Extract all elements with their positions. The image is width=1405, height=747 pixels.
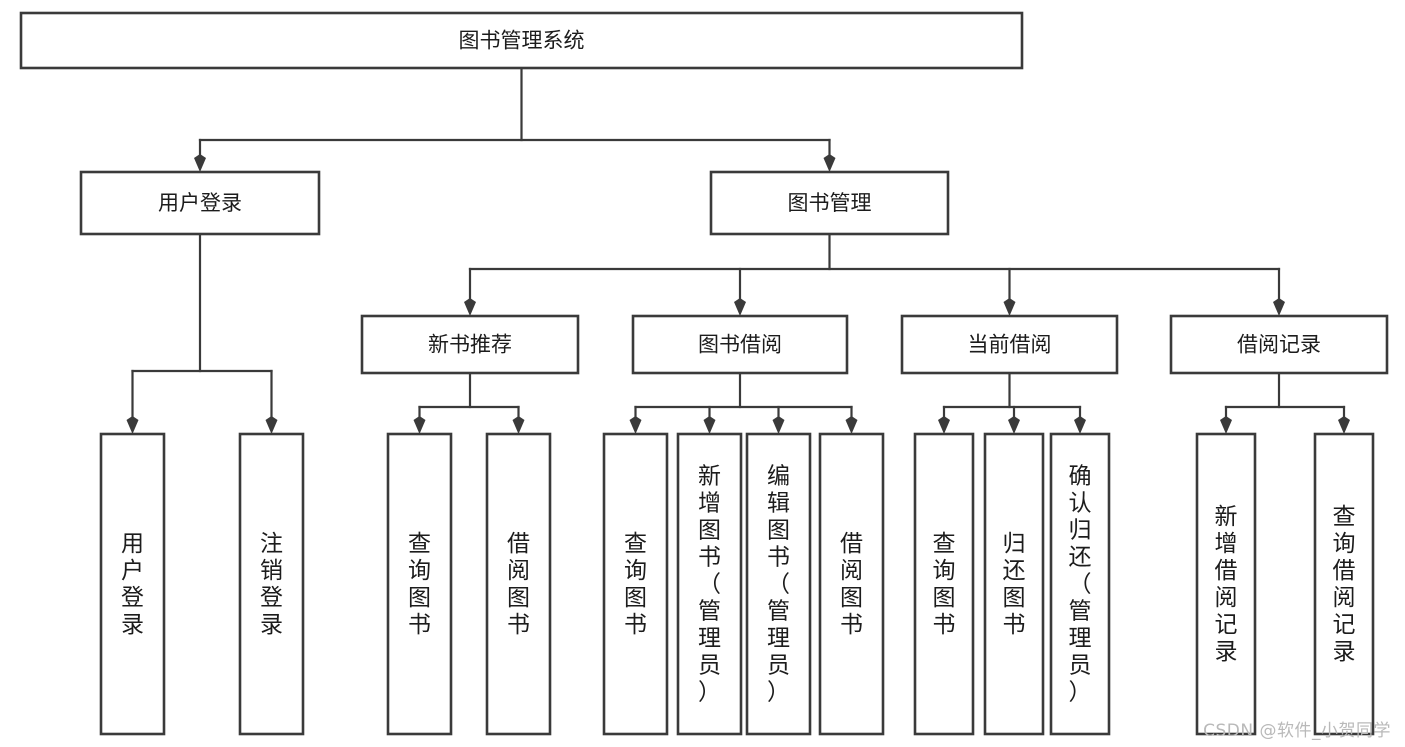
arrow-head [845, 416, 858, 434]
arrow-head [1008, 416, 1020, 434]
node-label: 图书管理 [788, 191, 872, 215]
node-leaf-borrow-book-1[interactable]: 借阅图书 [485, 432, 552, 736]
node-box [631, 314, 849, 375]
arrow-head [703, 416, 716, 434]
node-layer: 图书管理系统用户登录图书管理新书推荐图书借阅当前借阅借阅记录用户登录注销登录查询… [19, 11, 1389, 736]
node-leaf-return-book[interactable]: 归还图书 [983, 432, 1045, 736]
node-label: 查询图书 [624, 531, 647, 638]
node-label: 查询借阅记录 [1333, 504, 1356, 665]
node-label: 用户登录 [158, 191, 242, 215]
node-label: 查询图书 [933, 531, 956, 638]
node-box [1195, 432, 1257, 736]
node-box [709, 170, 950, 236]
node-label: 查询图书 [408, 531, 431, 638]
node-leaf-borrow-book-2[interactable]: 借阅图书 [818, 432, 885, 736]
node-box [1049, 432, 1111, 736]
node-box [676, 432, 743, 736]
arrow-head [734, 298, 746, 316]
node-label: 归还图书 [1003, 531, 1026, 638]
node-leaf-confirm-return[interactable]: 确认归还（管理员） [1049, 432, 1111, 736]
node-new-book-rec[interactable]: 新书推荐 [360, 314, 580, 375]
node-box [19, 11, 1024, 70]
node-leaf-add-book[interactable]: 新增图书（管理员） [676, 432, 743, 736]
node-label: 当前借阅 [968, 333, 1052, 357]
arrow-head [126, 416, 139, 434]
node-leaf-add-record[interactable]: 新增借阅记录 [1195, 432, 1257, 736]
arrow-head [1003, 298, 1016, 316]
node-leaf-query-record[interactable]: 查询借阅记录 [1313, 432, 1375, 736]
node-book-borrow[interactable]: 图书借阅 [631, 314, 849, 375]
arrow-head [512, 416, 525, 434]
arrow-head [772, 416, 785, 434]
node-root[interactable]: 图书管理系统 [19, 11, 1024, 70]
node-label: 编辑图书（管理员） [767, 464, 790, 706]
connector-layer [126, 66, 1350, 434]
node-box [1313, 432, 1375, 736]
arrow-head [938, 416, 950, 434]
node-book-manage[interactable]: 图书管理 [709, 170, 950, 236]
node-box [913, 432, 975, 736]
node-label: 新增借阅记录 [1215, 504, 1238, 665]
node-label: 图书借阅 [698, 333, 782, 357]
node-leaf-edit-book[interactable]: 编辑图书（管理员） [745, 432, 812, 736]
node-box [238, 432, 305, 736]
arrow-head [265, 416, 278, 434]
node-label: 确认归还（管理员） [1069, 464, 1092, 706]
node-user-login[interactable]: 用户登录 [79, 170, 321, 236]
node-box [745, 432, 812, 736]
arrow-head [823, 154, 836, 172]
node-box [485, 432, 552, 736]
arrow-head [1220, 416, 1232, 434]
arrow-head [194, 154, 206, 172]
node-label: 借阅图书 [840, 531, 863, 638]
node-box [818, 432, 885, 736]
node-leaf-query-book-2[interactable]: 查询图书 [602, 432, 669, 736]
node-label: 注销登录 [260, 531, 283, 638]
arrow-head [1273, 298, 1285, 316]
node-box [99, 432, 166, 736]
arrow-head [629, 416, 642, 434]
arrow-head [464, 298, 476, 316]
node-label: 新增图书（管理员） [698, 464, 721, 706]
node-current-borrow[interactable]: 当前借阅 [900, 314, 1119, 375]
node-box [1169, 314, 1389, 375]
node-label: 用户登录 [121, 531, 144, 638]
arrow-head [1074, 416, 1086, 434]
node-label: 借阅图书 [507, 531, 530, 638]
arrow-head [413, 416, 426, 434]
node-box [900, 314, 1119, 375]
node-box [983, 432, 1045, 736]
node-leaf-query-book-1[interactable]: 查询图书 [386, 432, 453, 736]
watermark: CSDN @软件_小贺同学 [1203, 721, 1391, 741]
node-label: 借阅记录 [1237, 333, 1321, 357]
node-box [602, 432, 669, 736]
node-box [386, 432, 453, 736]
node-borrow-record[interactable]: 借阅记录 [1169, 314, 1389, 375]
node-leaf-query-book-3[interactable]: 查询图书 [913, 432, 975, 736]
node-box [360, 314, 580, 375]
arrow-head [1338, 416, 1350, 434]
node-leaf-user-logout[interactable]: 注销登录 [238, 432, 305, 736]
node-label: 图书管理系统 [459, 29, 585, 53]
node-leaf-user-login[interactable]: 用户登录 [99, 432, 166, 736]
node-box [79, 170, 321, 236]
node-label: 新书推荐 [428, 333, 512, 357]
